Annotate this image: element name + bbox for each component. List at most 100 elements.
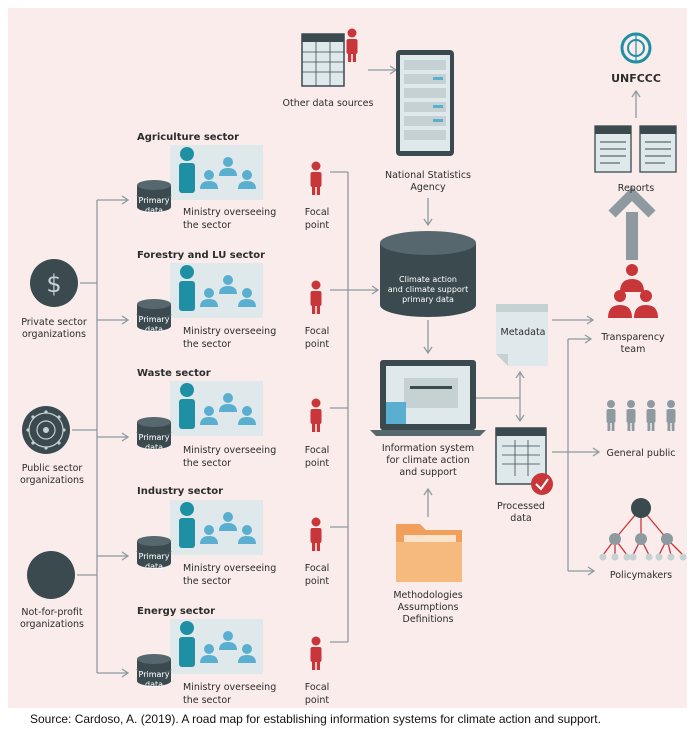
climate-action-database: Climate action and climate support prima… [380,231,476,355]
spreadsheet-icon [301,33,345,87]
dollar-sign: $ [46,270,61,298]
sector-title: Industry sector [137,486,223,497]
db-label-2: data [145,562,163,571]
private-org-label-2: organizations [22,329,86,340]
ministry-person-icon [179,383,195,429]
methodologies-label-1: Methodologies [393,590,462,601]
reports: Reports [594,89,677,194]
info-system-label-3: and support [399,467,457,478]
db-label-1: Primary [139,670,170,679]
output-connectors [552,315,601,576]
nsa-label-1: National Statistics [385,170,471,181]
ministry-label-1: Ministry overseeing [183,445,276,456]
transparency-team: Transparency team [600,264,665,355]
checkmark-icon [531,473,553,495]
up-arrow-icon [608,186,656,260]
general-public: General public [606,400,676,459]
sector-title: Forestry and LU sector [137,250,265,261]
ministry-label-1: Ministry overseeing [183,207,276,218]
policymakers-label: Policymakers [610,570,672,581]
metadata-document-icon [496,304,548,366]
db-label-1: Primary [139,196,170,205]
national-statistics-agency: National Statistics Agency [385,50,471,227]
public-sector-seal-icon [22,406,70,454]
public-sector-organizations: Public sector organizations [20,406,84,486]
transparency-label-2: team [621,344,646,355]
reports-label: Reports [618,183,654,194]
public-org-label-1: Public sector [22,463,83,474]
sector-title: Agriculture sector [137,132,239,143]
db-label-2: data [145,325,163,334]
db-label-2: data [145,443,163,452]
general-public-label: General public [606,448,675,459]
sector-title: Waste sector [137,368,211,379]
information-system: Information system for climate action an… [370,360,486,478]
methodologies-folder: Methodologies Assumptions Definitions [393,487,463,625]
climate-database-icon [380,243,476,317]
ministry-label-1: Ministry overseeing [183,326,276,337]
ministry-label-2: the sector [183,695,231,706]
nonprofit-org-label-1: Not-for-profit [21,607,82,618]
energy-sector: Energy sector Primary data Ministry over… [136,606,330,706]
db-label-1: Primary [139,315,170,324]
ministry-label-2: the sector [183,458,231,469]
nonprofit-org-label-2: organizations [20,619,84,630]
focal-label-1: Focal [305,207,330,218]
ministry-person-icon [179,265,195,311]
db-label-2: data [145,206,163,215]
info-system-label-2: for climate action [386,455,470,466]
ministry-person-icon [179,621,195,667]
info-system-label-1: Information system [382,443,474,454]
ministry-label-2: the sector [183,576,231,587]
not-for-profit-icon [27,551,75,599]
sector-title: Energy sector [137,606,215,617]
climate-db-label-1: Climate action [399,275,457,284]
forestry-sector: Forestry and LU sector Primary data Mini… [136,250,330,350]
ministry-label-2: the sector [183,339,231,350]
climate-db-label-3: primary data [402,295,454,304]
focal-label-2: point [305,458,330,469]
ministry-person-icon [179,147,195,193]
policymakers: Policymakers [599,498,687,581]
ministry-label-1: Ministry overseeing [183,563,276,574]
ministry-label-2: the sector [183,220,231,231]
climate-db-label-2: and climate support [388,285,468,294]
db-label-1: Primary [139,433,170,442]
methodologies-label-3: Definitions [403,614,454,625]
dollar-icon [30,259,78,307]
focal-label-2: point [305,695,330,706]
ministry-person-icon [179,502,195,548]
other-data-sources-label: Other data sources [283,98,374,109]
unfccc-logo: UNFCCC [611,32,661,85]
focal-label-1: Focal [305,682,330,693]
focal-label-1: Focal [305,326,330,337]
db-label-2: data [145,680,163,689]
processed-data-label-1: Processed [497,501,545,512]
methodologies-label-2: Assumptions [398,602,459,613]
not-for-profit-organizations: Not-for-profit organizations [20,551,84,630]
source-citation: Source: Cardoso, A. (2019). A road map f… [30,712,601,726]
focal-label-1: Focal [305,563,330,574]
org-to-sector-connectors [72,195,130,678]
processed-data: Processed data [495,427,553,524]
metadata: Metadata [496,304,548,366]
private-org-label-1: Private sector [21,317,87,328]
unfccc-label: UNFCCC [611,72,661,85]
other-data-sources: Other data sources [283,28,398,109]
transparency-label-1: Transparency [600,332,665,343]
focal-label-2: point [305,339,330,350]
metadata-label: Metadata [501,327,546,338]
agriculture-sector: Agriculture sector Primary data Ministry… [136,132,330,231]
db-label-1: Primary [139,552,170,561]
public-org-label-2: organizations [20,475,84,486]
info-system-connectors [476,370,525,423]
focal-label-2: point [305,576,330,587]
focal-label-2: point [305,220,330,231]
industry-sector: Industry sector Primary data Ministry ov… [136,486,330,587]
focal-point-connectors [330,171,380,643]
waste-sector: Waste sector Primary data Ministry overs… [136,368,330,469]
ministry-label-1: Ministry overseeing [183,682,276,693]
private-sector-organizations: $ Private sector organizations [21,259,87,340]
focal-label-1: Focal [305,445,330,456]
